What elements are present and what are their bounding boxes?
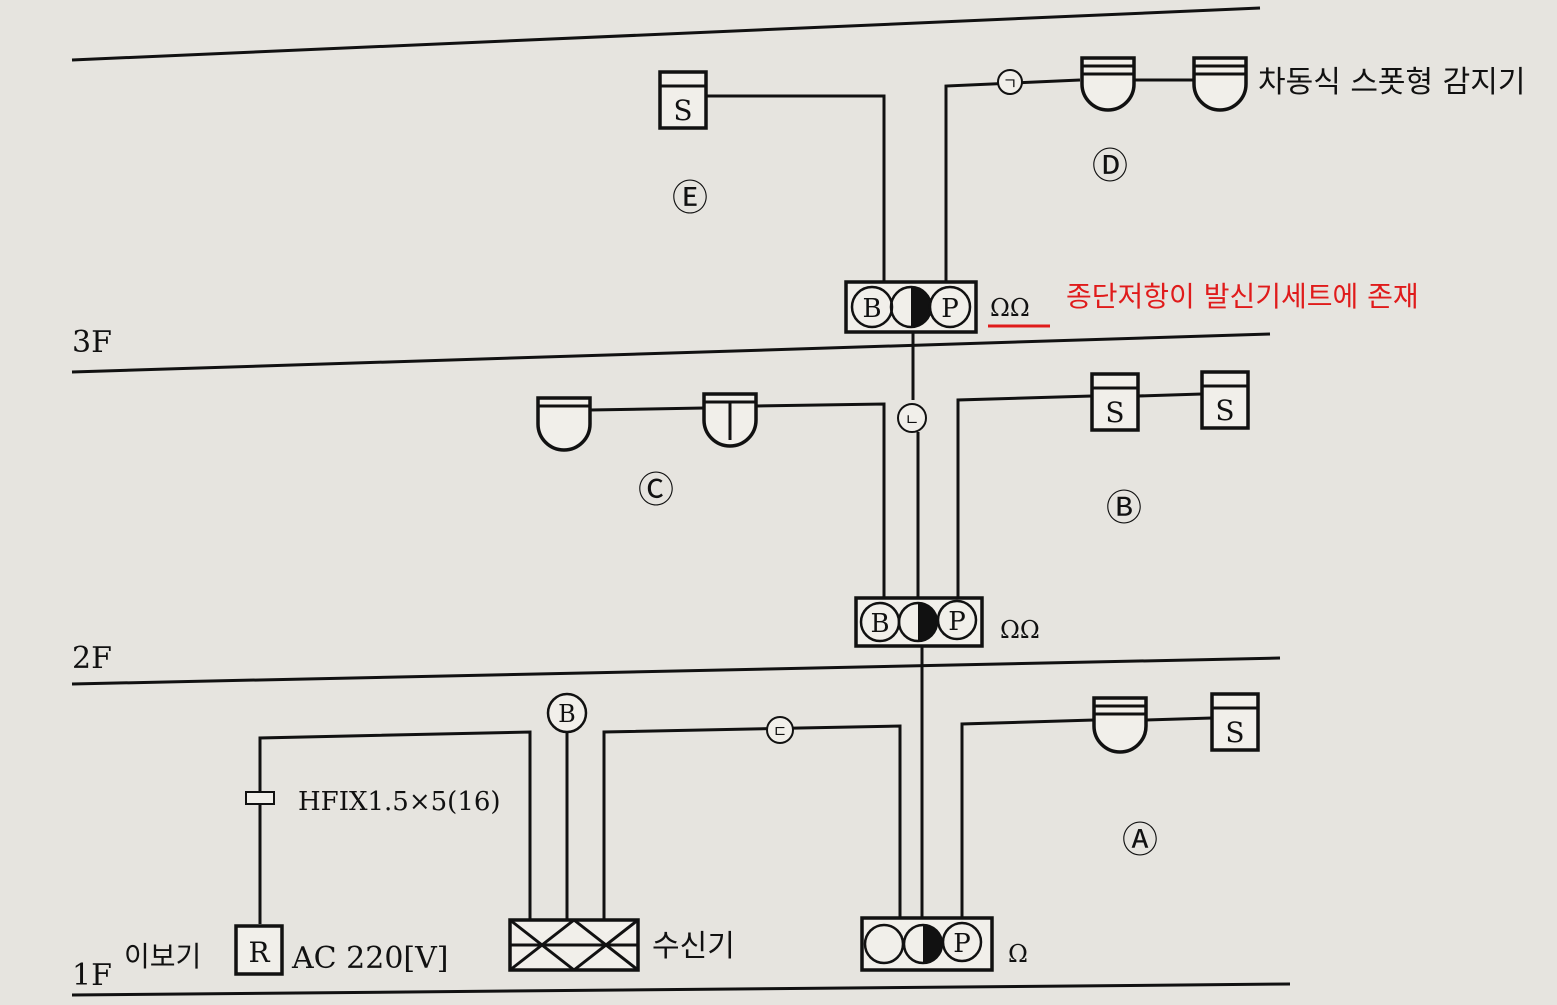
roof-line [71, 6, 1261, 62]
transmitter-set-2f: B P [854, 596, 984, 648]
smoke-symbol: S [1215, 394, 1234, 427]
floor-line-1f [71, 982, 1291, 997]
eol-resistor-2f: ΩΩ [1000, 616, 1040, 644]
riser-mark-b-text: B [558, 700, 576, 728]
receiver-panel [508, 918, 640, 972]
wire-mark-nieun [897, 403, 927, 433]
power-label: AC 220[V] [291, 941, 449, 976]
spot-detector-1f [1092, 696, 1148, 754]
zone-c: Ⓒ [638, 470, 674, 511]
spot-detector-2f-1 [536, 396, 592, 452]
wire-3f-spot [944, 78, 1081, 286]
smoke-detector-1f: S [1210, 692, 1260, 752]
spot-detector-label: 차동식 스폿형 감지기 [1258, 65, 1525, 100]
wire-2f-c [755, 402, 886, 600]
eol-resistor-3f: ΩΩ [990, 294, 1030, 322]
floor-label-2f: 2F [72, 641, 112, 676]
transmitter-set-3f: B P [844, 280, 978, 334]
eol-note: 종단저항이 발신기세트에 존재 [1066, 280, 1419, 313]
bell-symbol-2f: B [870, 609, 889, 639]
spot-detector-3f-1 [1080, 56, 1136, 112]
repeater-box: R [234, 924, 284, 976]
smoke-detector-3f: S [658, 70, 708, 130]
repeater-symbol: R [248, 936, 270, 969]
receiver-label: 수신기 [652, 929, 735, 964]
eol-resistor-1f: Ω [1008, 940, 1028, 968]
zone-d: Ⓓ [1092, 146, 1128, 187]
transmitter-set-1f: P [860, 916, 994, 972]
smoke-symbol: S [1225, 716, 1244, 749]
spot-detector-3f-2 [1192, 56, 1248, 112]
zone-e: Ⓔ [672, 178, 708, 219]
pushbutton-symbol-2f: P [948, 607, 966, 637]
wire-2f-c-link [589, 406, 705, 412]
wire-mark-digeut [766, 716, 794, 744]
wire-1f-a [960, 718, 1095, 918]
floor-label-3f: 3F [72, 325, 112, 360]
smoke-symbol: S [673, 94, 692, 127]
wire-2f-b-link [1137, 392, 1203, 398]
smoke-detector-2f-2: S [1200, 370, 1250, 430]
zone-a: Ⓐ [1122, 820, 1158, 861]
wire-spec: HFIX1.5×5(16) [298, 787, 501, 817]
conduit-mark [245, 791, 275, 805]
wire-digeut [602, 724, 902, 920]
wire-mark-giyeok-text: ㄱ [1003, 74, 1018, 93]
bell-symbol-3f: B [862, 294, 881, 324]
fixed-temp-detector-2f [702, 392, 758, 448]
smoke-symbol: S [1105, 396, 1124, 429]
wire-mark-digeut-text: ㄷ [773, 722, 788, 741]
wire-mark-nieun-text: ㄴ [905, 410, 920, 429]
repeater-label: 이보기 [124, 940, 201, 973]
wire-3f-smoke [706, 94, 886, 286]
floor-line-2f [71, 656, 1281, 686]
zone-b: Ⓑ [1106, 488, 1142, 529]
wire-1f-a-link [1145, 716, 1213, 722]
wire-2f-b [956, 394, 1093, 600]
pushbutton-symbol-1f: P [953, 929, 971, 959]
wire-mark-giyeok [997, 69, 1023, 95]
wire-repeater [258, 730, 532, 924]
smoke-detector-2f-1: S [1090, 372, 1140, 432]
pushbutton-symbol-3f: P [941, 294, 959, 324]
floor-label-1f: 1F [72, 958, 112, 993]
floor-line-3f [71, 332, 1271, 374]
